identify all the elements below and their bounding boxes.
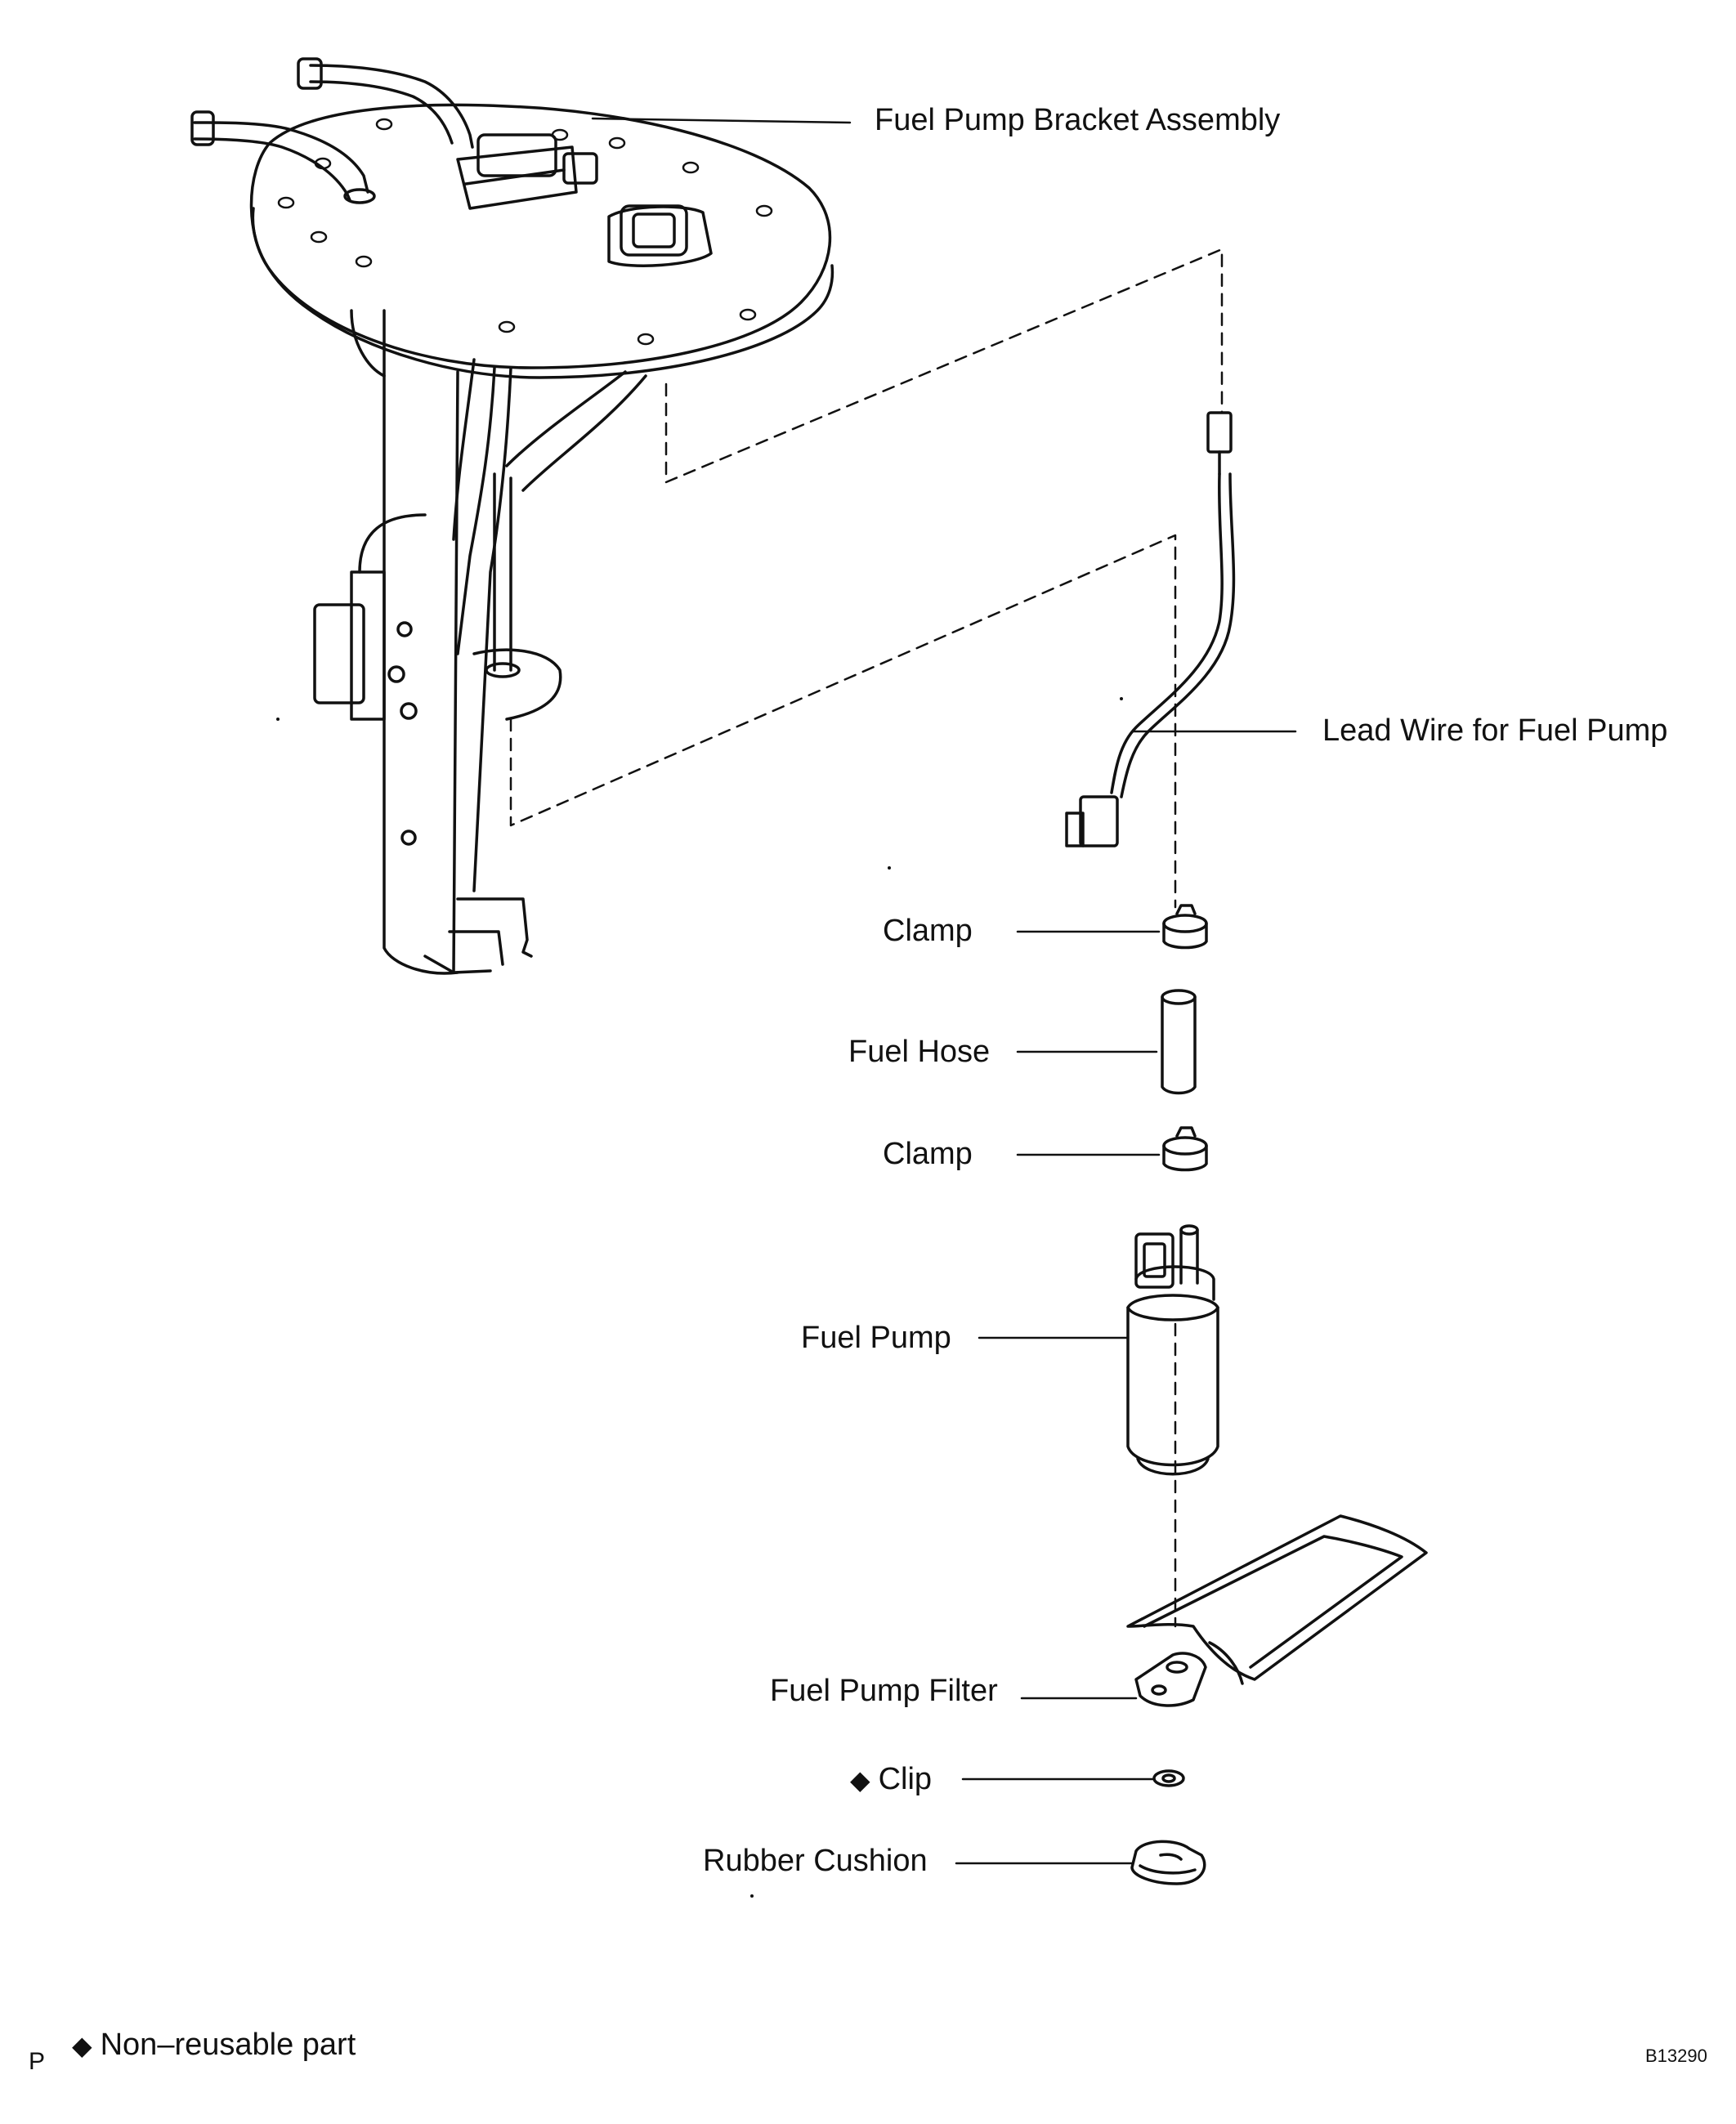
corner-letter: P xyxy=(29,2048,46,2075)
clamp-lower-part xyxy=(1162,1126,1208,1172)
label-clip: ◆ Clip xyxy=(850,1764,932,1795)
label-fuel-hose: Fuel Hose xyxy=(848,1035,991,1069)
label-lead-wire-for-fuel-pump: Lead Wire for Fuel Pump xyxy=(1322,713,1668,748)
fuel-pump-filter-part xyxy=(1126,1514,1428,1707)
clip-part xyxy=(1152,1769,1185,1787)
label-clip-text: Clip xyxy=(878,1762,933,1796)
label-fuel-pump: Fuel Pump xyxy=(801,1321,951,1355)
label-rubber-cushion: Rubber Cushion xyxy=(703,1844,928,1878)
leader-bracket-assembly xyxy=(591,117,852,124)
label-clamp-lower: Clamp xyxy=(883,1137,973,1171)
figure-code: B13290 xyxy=(1645,2046,1707,2066)
label-clamp-upper: Clamp xyxy=(883,914,973,948)
fuel-pump-bracket-assembly xyxy=(190,57,834,975)
fuel-pump-part xyxy=(1126,1224,1219,1476)
legend-diamond-icon: ◆ xyxy=(72,2030,92,2061)
non-reusable-diamond-icon: ◆ xyxy=(850,1764,870,1795)
label-fuel-pump-filter: Fuel Pump Filter xyxy=(770,1674,998,1708)
clamp-upper-part xyxy=(1162,904,1208,950)
legend-non-reusable-text: Non–reusable part xyxy=(100,2028,356,2062)
legend-non-reusable: ◆ Non–reusable part xyxy=(72,2029,356,2060)
fuel-hose-part xyxy=(1161,989,1197,1095)
label-fuel-pump-bracket-assembly: Fuel Pump Bracket Assembly xyxy=(875,103,1281,137)
lead-wire-part xyxy=(1065,411,1236,847)
rubber-cushion-part xyxy=(1130,1840,1206,1885)
